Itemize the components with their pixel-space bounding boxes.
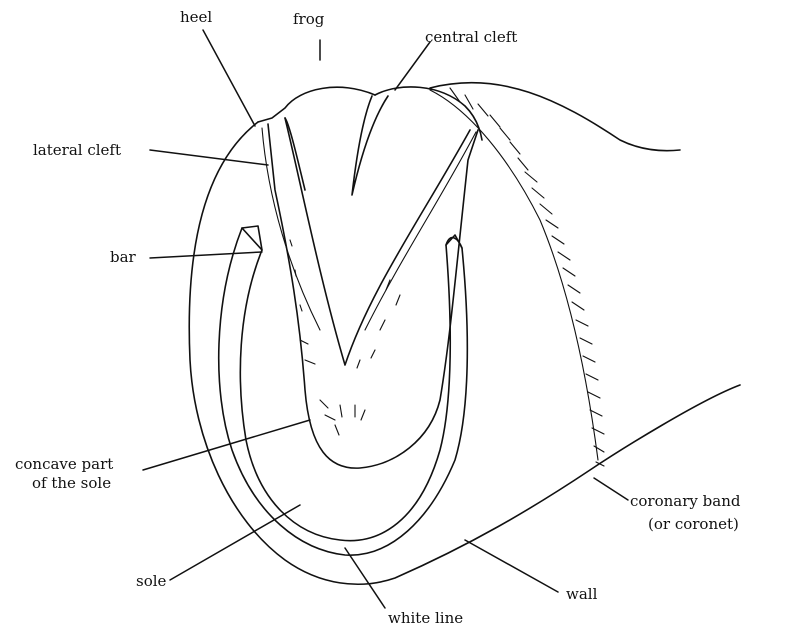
label-concave-line1: concave part bbox=[15, 455, 113, 474]
label-frog: frog bbox=[293, 10, 324, 29]
label-coronary-line2: (or coronet) bbox=[648, 515, 739, 534]
leader-wall bbox=[465, 540, 558, 592]
lateral-cleft-left bbox=[262, 128, 320, 330]
leader-coronary bbox=[594, 478, 628, 500]
label-coronary-line1: coronary band bbox=[630, 492, 740, 511]
leader-bar bbox=[150, 252, 262, 258]
white-line-outline bbox=[219, 228, 468, 555]
label-heel: heel bbox=[180, 8, 212, 27]
leader-sole bbox=[170, 505, 300, 580]
leader-white-line bbox=[345, 548, 385, 608]
label-central-cleft: central cleft bbox=[425, 28, 517, 47]
lateral-cleft-right bbox=[365, 132, 476, 330]
label-concave-line2: of the sole bbox=[32, 474, 111, 493]
leader-central-cleft bbox=[395, 42, 430, 90]
label-wall: wall bbox=[566, 585, 597, 604]
label-white-line: white line bbox=[388, 609, 463, 628]
label-sole: sole bbox=[136, 572, 166, 591]
label-bar: bar bbox=[110, 248, 136, 267]
leader-lateral-cleft bbox=[150, 150, 268, 165]
label-lateral-cleft: lateral cleft bbox=[33, 141, 121, 160]
central-cleft bbox=[352, 96, 388, 195]
frog-inner bbox=[285, 118, 470, 365]
heel-right bbox=[375, 87, 482, 140]
leader-heel bbox=[203, 30, 255, 126]
heel-left bbox=[258, 87, 375, 122]
